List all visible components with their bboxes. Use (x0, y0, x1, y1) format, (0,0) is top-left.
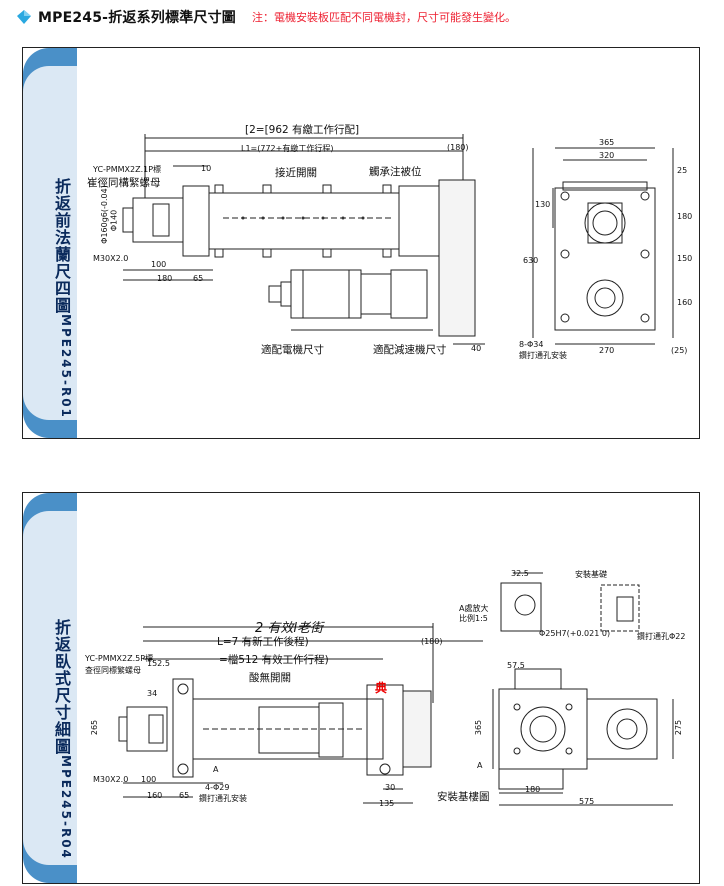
dim-152-5: 152.5 (147, 659, 170, 668)
dim-65: 65 (193, 274, 204, 283)
install-base-label: 安裝基礎 (575, 570, 607, 579)
dim-270: 270 (599, 346, 615, 355)
drawing-panel-r04: 折返臥式尺寸細圖 MPE245-R04 (22, 492, 700, 884)
dim-total-length: [2=[962 有繳工作行配] (245, 124, 360, 136)
dim-40: 40 (471, 344, 482, 353)
technical-drawing-r04 (118, 572, 674, 806)
base-plate-label: 安裝基樓圖 (437, 791, 490, 803)
dim-65: 65 (179, 791, 190, 800)
technical-drawing-r01 (122, 134, 674, 345)
panel-tab: 折返前法蘭尺四圖 MPE245-R01 (23, 48, 77, 438)
dim-l-total: L=7 有新工作後程) (217, 636, 309, 648)
dim-30: 30 (385, 783, 396, 792)
drawing-panel-r01: 折返前法蘭尺四圖 MPE245-R01 (22, 47, 700, 439)
mark-a2: A (477, 761, 483, 770)
dim-25: 25 (677, 166, 688, 175)
panel-tab-code: MPE245-R04 (59, 755, 73, 860)
bore-spec: Φ25H7(+0.021 0) (539, 629, 611, 638)
dim-365: 365 (474, 719, 484, 736)
red-mark: 典 (375, 681, 388, 695)
page-header: MPE245-折返系列標準尺寸圖 注：電機安裝板匹配不同電機封，尺寸可能發生變化… (16, 6, 516, 28)
connector-label: 酸無開關 (249, 672, 291, 684)
dim-130: 130 (535, 200, 551, 209)
dim-275: 275 (674, 719, 684, 736)
dim-135: 135 (379, 799, 395, 808)
mark-a: A (213, 765, 219, 774)
dim-180b: 180 (525, 785, 541, 794)
detail-a-label: A處放大 (459, 604, 489, 613)
dim-630: 630 (523, 256, 539, 265)
dim-160: 160 (677, 298, 693, 307)
reducer-size-label: 適配減速機尺寸 (373, 344, 447, 356)
pitch-hole-note: 崔徑同構緊螺母 (87, 177, 161, 189)
dim-265: 265 (90, 719, 100, 736)
page-title: MPE245-折返系列標準尺寸圖 (38, 10, 236, 26)
dim-180: (180) (421, 637, 443, 646)
panel-tab-title: 折返前法蘭尺四圖 (52, 178, 71, 314)
dim-180: (180) (447, 143, 469, 152)
holes-note: 鑽打通孔安装 (519, 351, 567, 360)
stroke-label: 2 有效l老街 (255, 621, 324, 636)
dim-57-5: 57.5 (507, 661, 525, 670)
dim-180b: 180 (157, 274, 173, 283)
page-note: 注：電機安裝板匹配不同電機封，尺寸可能發生變化。 (252, 11, 516, 24)
panel-tab-code: MPE245-R01 (59, 314, 73, 419)
motor-flange-note: YC-PMMX2Z.1P標 (93, 165, 162, 174)
panel-tab: 折返臥式尺寸細圖 MPE245-R04 (23, 493, 77, 883)
holes-spec: 8-Φ34 (519, 340, 544, 349)
holes-spec: 4-Φ29 (205, 783, 230, 792)
dim-100: 100 (151, 260, 167, 269)
dim-l1: L1=(772+有繳工作行程) (241, 144, 334, 153)
through-hole-note: 鑽打通孔Φ22 (637, 632, 686, 641)
dim-10: 10 (201, 164, 212, 173)
dim-d160: Φ160g6(-0.04) (99, 185, 109, 244)
dim-365: 365 (599, 138, 615, 147)
dim-320: 320 (599, 151, 615, 160)
motor-size-label: 適配電機尺寸 (261, 344, 324, 356)
dim-25b: (25) (671, 346, 688, 355)
dim-575: 575 (579, 797, 595, 806)
dim-100: 100 (141, 775, 157, 784)
dim-d140: Φ140 (109, 209, 119, 232)
dim-m30: M30X2.0 (93, 254, 129, 263)
panel-tab-title: 折返臥式尺寸細圖 (52, 619, 71, 755)
holes-note: 鑽打通孔安装 (199, 794, 247, 803)
scale-label: 比例1:5 (459, 614, 488, 623)
dim-34: 34 (147, 689, 158, 698)
dim-180c: 180 (677, 212, 693, 221)
bearing-label: 觸承注被位 (369, 166, 422, 178)
dim-m30: M30X2.0 (93, 775, 129, 784)
dim-l-eff: =檔512 有效工作行程) (219, 654, 329, 666)
connector-label: 接近開關 (275, 167, 317, 179)
motor-flange-note: YC-PMMX2Z.5P標 (85, 654, 154, 663)
pitch-hole-note: 查徑同標繁螺母 (85, 666, 141, 675)
diamond-icon (17, 10, 31, 24)
dim-150: 150 (677, 254, 693, 263)
dim-160: 160 (147, 791, 163, 800)
dim-32-5: 32.5 (511, 569, 529, 578)
